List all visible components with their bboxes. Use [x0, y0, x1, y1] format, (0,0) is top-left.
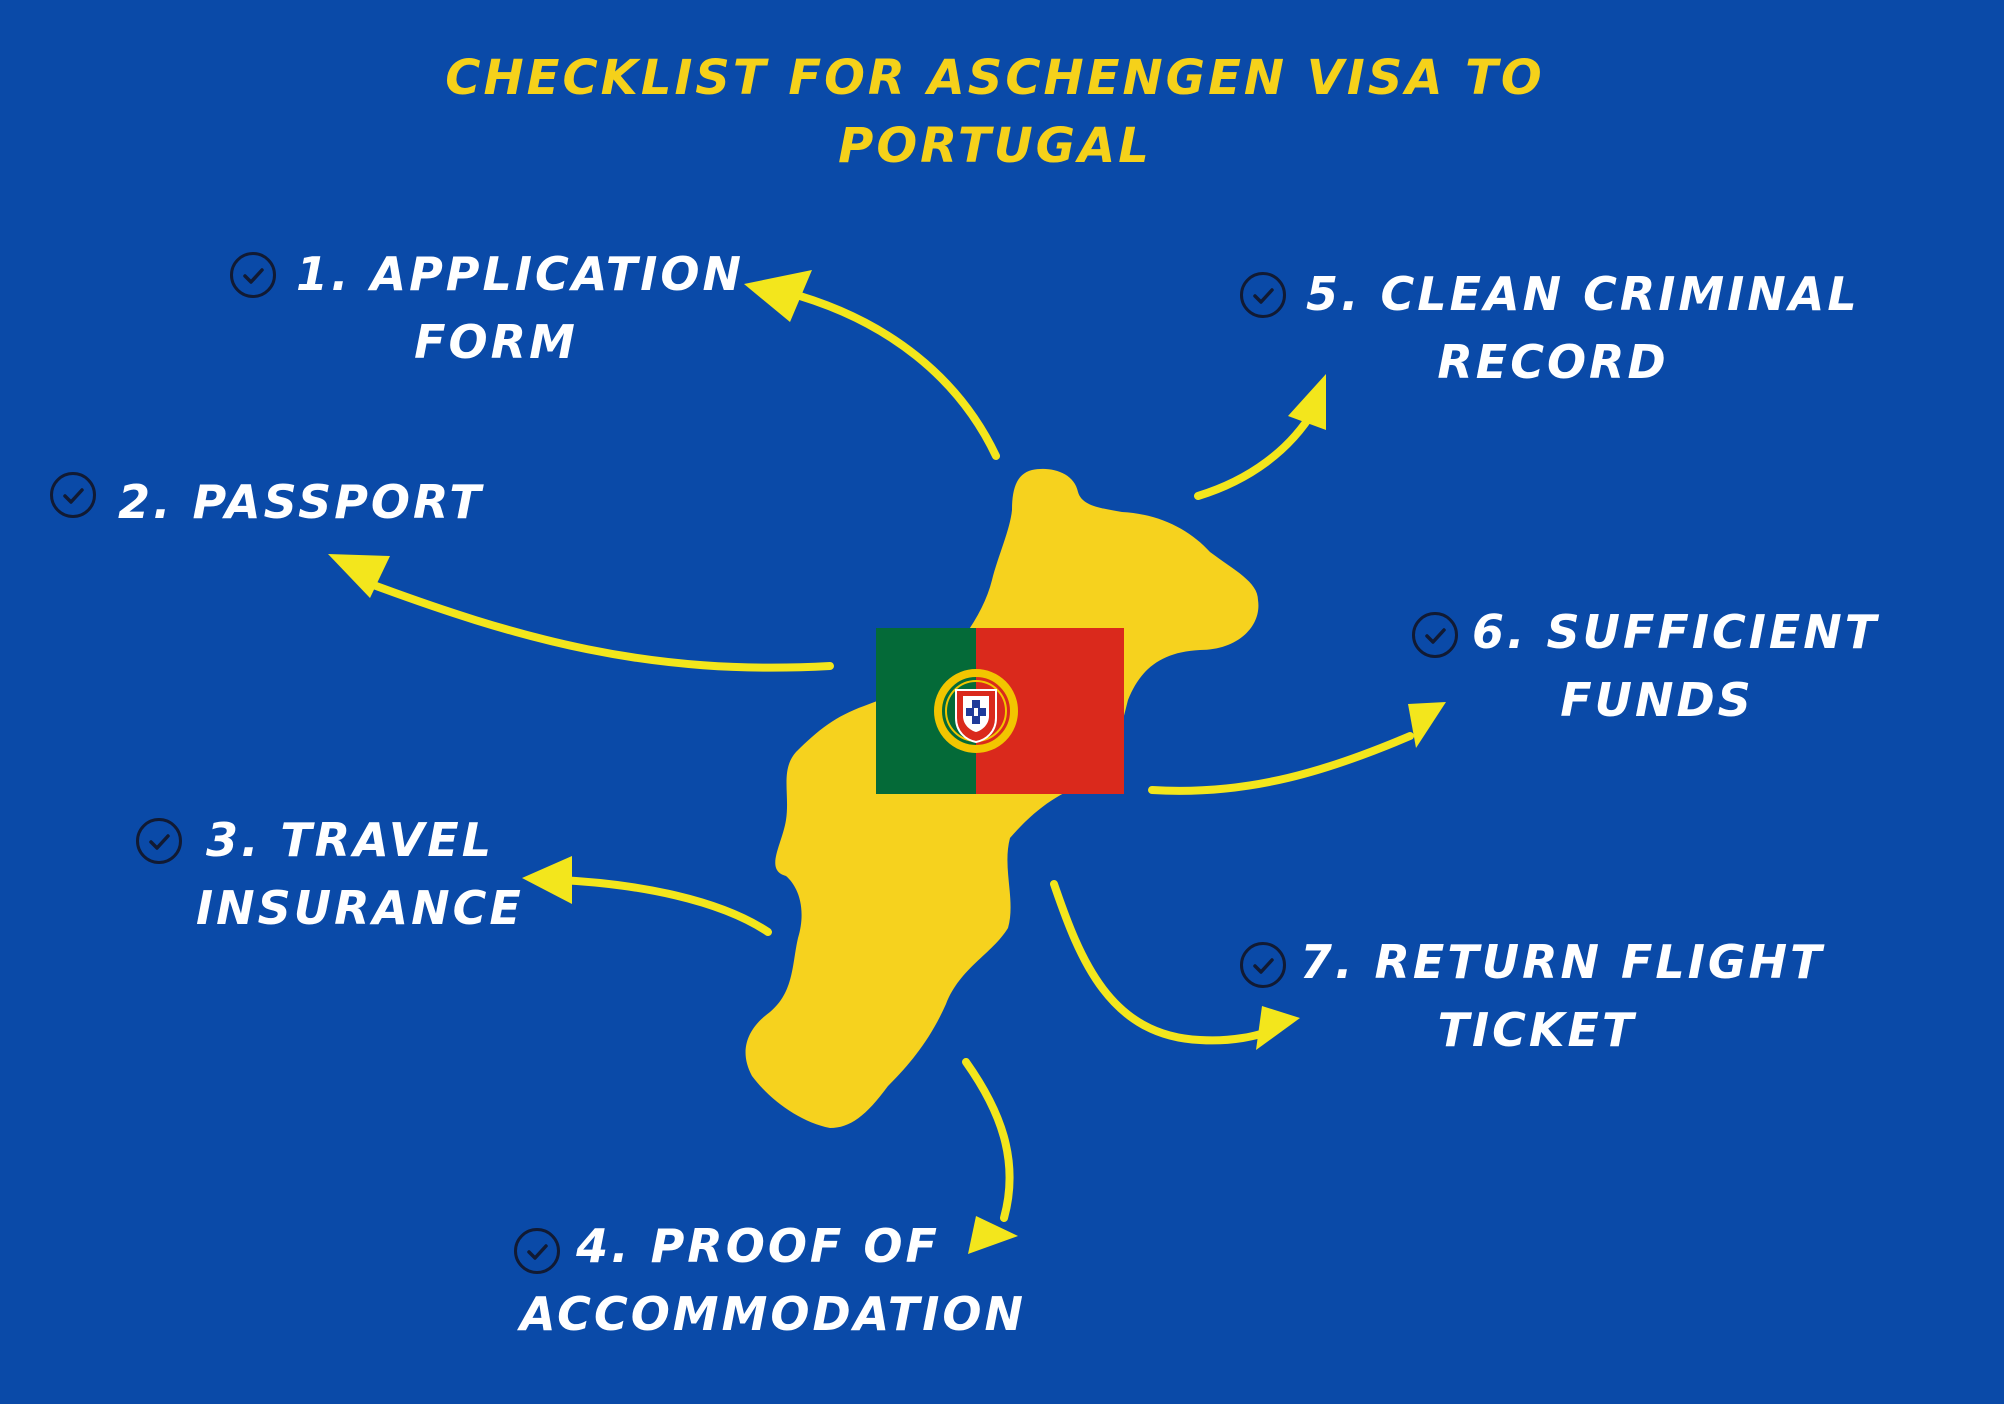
- arrowhead-proof-of-accommodation: [968, 1216, 1018, 1254]
- item-3-line-2: INSURANCE: [196, 881, 524, 935]
- check-circle-icon: [514, 1228, 560, 1274]
- portugal-flag: [876, 628, 1124, 794]
- item-1-line-2: FORM: [414, 315, 578, 369]
- arrowhead-clean-criminal-record: [1288, 374, 1326, 430]
- page-title: CHECKLIST FOR ASCHENGEN VISA TO PORTUGAL: [0, 44, 1990, 180]
- item-6-line-1: 6. SUFFICIENT: [1472, 605, 1880, 659]
- arrow-passport: [356, 576, 834, 672]
- item-7-line-1: 7. RETURN FLIGHT: [1300, 935, 1825, 989]
- arrowhead-application-form: [744, 270, 812, 322]
- arrowhead-sufficient-funds: [1408, 702, 1446, 748]
- checklist-item-return-flight-ticket: 7. RETURN FLIGHT TICKET: [1300, 928, 1825, 1064]
- arrow-application-form: [782, 288, 1000, 460]
- check-circle-icon: [230, 252, 276, 298]
- item-2-line-1: 2. PASSPORT: [118, 475, 484, 529]
- checklist-item-application-form: 1. APPLICATION FORM: [296, 240, 745, 376]
- arrowhead-passport: [328, 554, 390, 598]
- arrowhead-return-flight-ticket: [1256, 1006, 1300, 1050]
- checklist-item-passport: 2. PASSPORT: [118, 468, 484, 536]
- arrow-return-flight-ticket: [1050, 880, 1274, 1045]
- checklist-item-travel-insurance: 3. TRAVEL INSURANCE: [196, 806, 524, 942]
- check-circle-icon: [50, 472, 96, 518]
- item-7-line-2: TICKET: [1437, 1003, 1637, 1057]
- item-4-line-1: 4. PROOF OF: [576, 1219, 940, 1273]
- arrow-travel-insurance: [556, 876, 772, 936]
- title-line-1: CHECKLIST FOR ASCHENGEN VISA TO: [445, 50, 1545, 106]
- checklist-item-sufficient-funds: 6. SUFFICIENT FUNDS: [1472, 598, 1880, 734]
- check-circle-icon: [1412, 612, 1458, 658]
- item-3-line-1: 3. TRAVEL: [205, 813, 495, 867]
- arrow-proof-of-accommodation: [962, 1058, 1014, 1222]
- item-1-line-1: 1. APPLICATION: [296, 247, 745, 301]
- check-circle-icon: [1240, 272, 1286, 318]
- arrow-sufficient-funds: [1148, 732, 1414, 795]
- title-line-2: PORTUGAL: [838, 118, 1152, 174]
- item-6-line-2: FUNDS: [1560, 673, 1754, 727]
- item-4-line-2: ACCOMMODATION: [520, 1287, 1026, 1341]
- checklist-item-proof-of-accommodation: 4. PROOF OF ACCOMMODATION: [520, 1212, 1026, 1348]
- checklist-item-clean-criminal-record: 5. CLEAN CRIMINAL RECORD: [1306, 260, 1860, 396]
- item-5-line-1: 5. CLEAN CRIMINAL: [1306, 267, 1860, 321]
- arrow-clean-criminal-record: [1194, 406, 1318, 500]
- portugal-map: [745, 468, 1259, 1129]
- arrowhead-travel-insurance: [522, 856, 572, 904]
- check-circle-icon: [1240, 942, 1286, 988]
- check-circle-icon: [136, 818, 182, 864]
- item-5-line-2: RECORD: [1437, 335, 1669, 389]
